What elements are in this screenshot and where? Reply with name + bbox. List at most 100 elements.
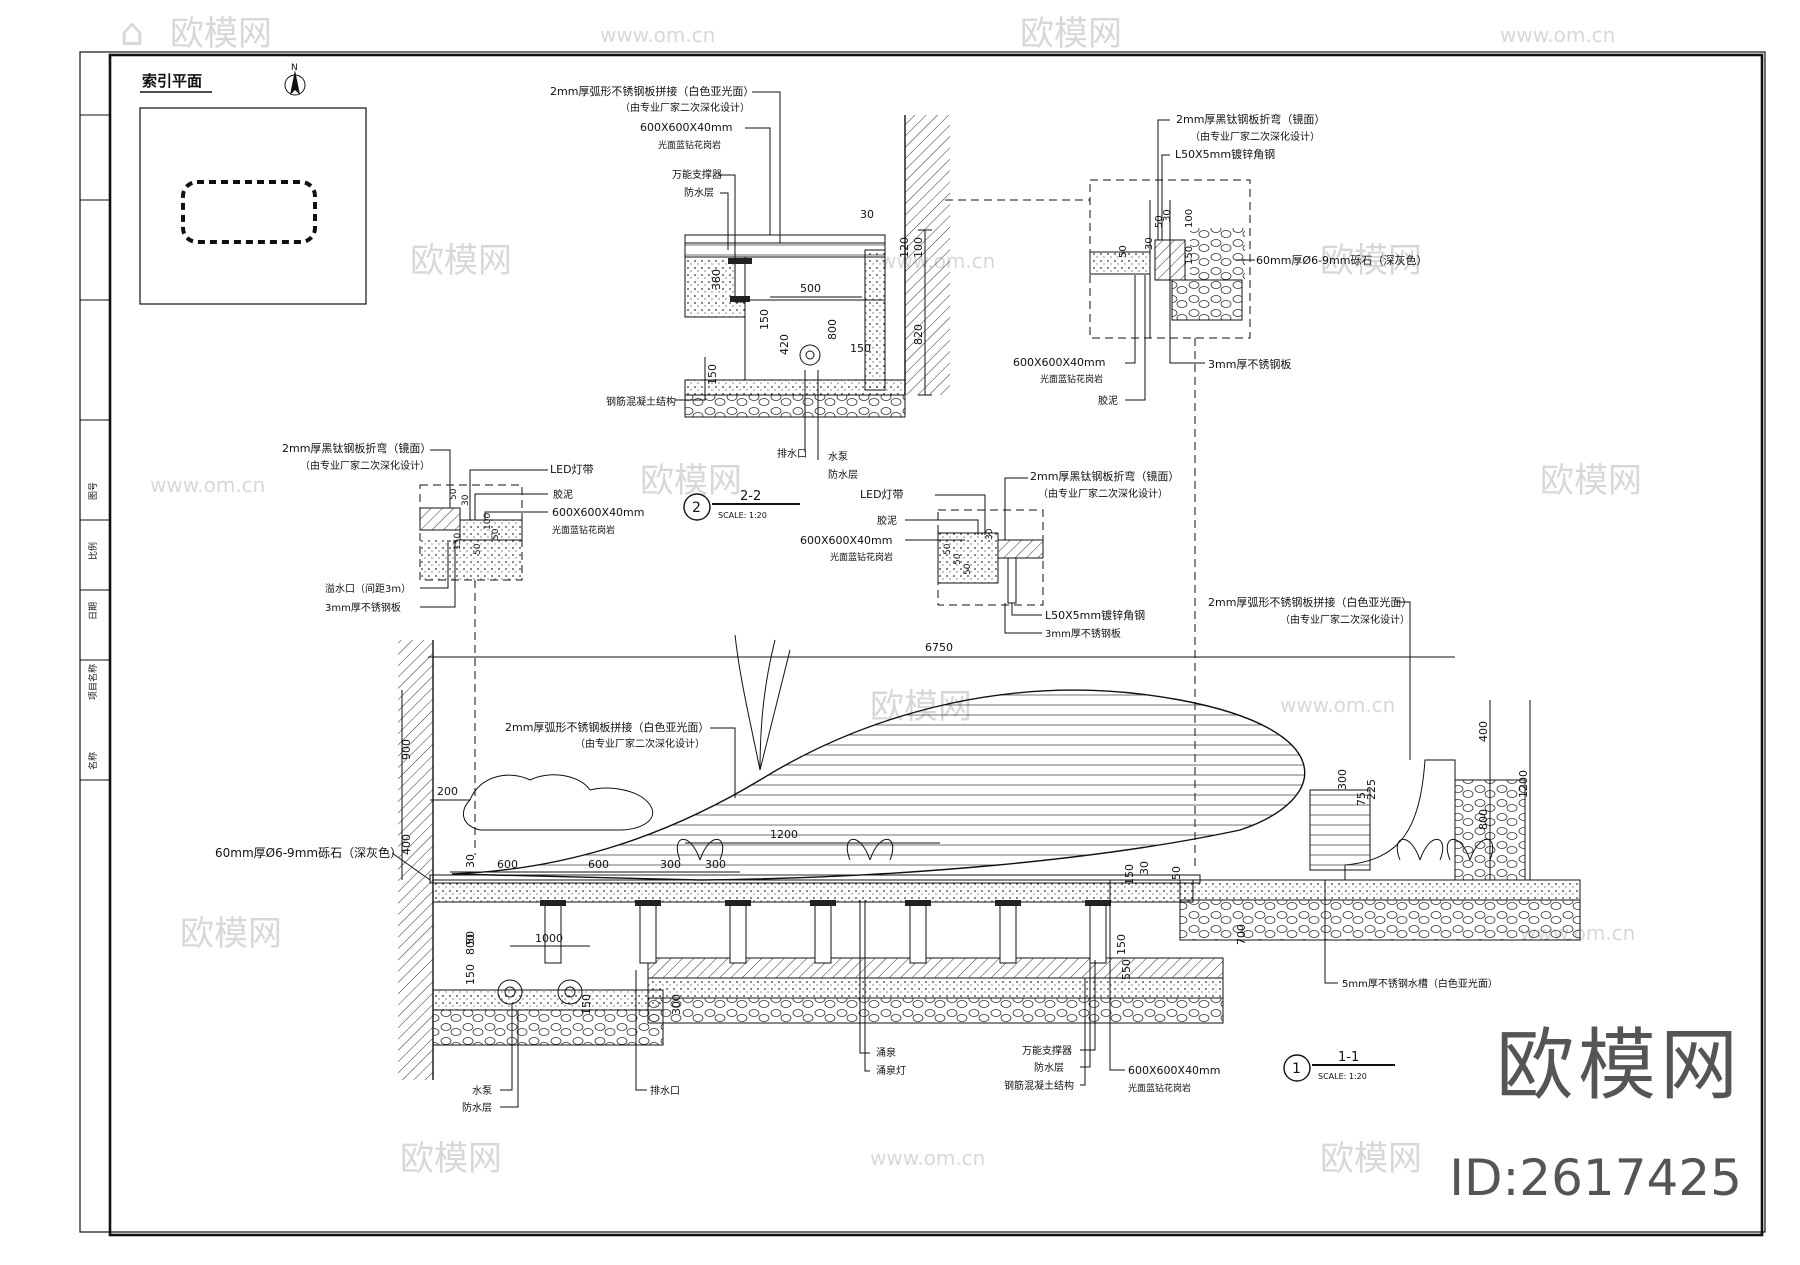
svg-text:300: 300 (670, 994, 683, 1015)
svg-text:www.om.cn: www.om.cn (150, 473, 265, 497)
svg-text:3mm厚不锈钢板: 3mm厚不锈钢板 (325, 601, 401, 614)
svg-text:1-1: 1-1 (1338, 1050, 1359, 1065)
curved-sculpture (451, 689, 1306, 881)
svg-text:项目名称: 项目名称 (87, 664, 99, 700)
svg-text:30: 30 (860, 208, 874, 221)
svg-text:排水口: 排水口 (650, 1084, 680, 1097)
svg-text:150: 150 (453, 533, 463, 550)
svg-text:6750: 6750 (925, 641, 953, 654)
svg-text:1000: 1000 (535, 932, 563, 945)
svg-text:光面蓝钻花岗岩: 光面蓝钻花岗岩 (658, 139, 721, 151)
section-1-1-dimensions: 6750 900 400 200 1200 600 600 300 300 10… (400, 641, 1531, 1015)
svg-text:欧模网: 欧模网 (410, 241, 512, 281)
svg-text:2: 2 (692, 500, 701, 516)
fountain-jets (676, 838, 1494, 861)
svg-text:30: 30 (1144, 237, 1155, 250)
svg-text:光面蓝钻花岗岩: 光面蓝钻花岗岩 (1128, 1082, 1191, 1094)
svg-text:万能支撑器: 万能支撑器 (1022, 1044, 1072, 1057)
svg-text:欧模网: 欧模网 (400, 1139, 502, 1179)
svg-text:光面蓝钻花岗岩: 光面蓝钻花岗岩 (552, 524, 615, 536)
svg-text:600X600X40mm: 600X600X40mm (1128, 1064, 1221, 1077)
svg-text:50: 50 (963, 563, 973, 575)
svg-text:1200: 1200 (770, 828, 798, 841)
svg-text:欧模网: 欧模网 (1320, 241, 1422, 281)
svg-text:（由专业厂家二次深化设计）: （由专业厂家二次深化设计） (620, 101, 750, 114)
svg-text:550: 550 (1120, 959, 1133, 980)
svg-text:钢筋混凝土结构: 钢筋混凝土结构 (606, 395, 676, 408)
svg-text:800: 800 (464, 934, 477, 955)
svg-text:钢筋混凝土结构: 钢筋混凝土结构 (1004, 1079, 1074, 1092)
svg-text:50: 50 (1118, 245, 1129, 258)
svg-text:胶泥: 胶泥 (1098, 394, 1118, 407)
svg-text:防水层: 防水层 (462, 1101, 492, 1114)
svg-text:600X600X40mm: 600X600X40mm (1013, 356, 1106, 369)
svg-text:2mm厚黑钛钢板折弯（镜面）: 2mm厚黑钛钢板折弯（镜面） (282, 441, 431, 455)
svg-text:800: 800 (1477, 809, 1490, 830)
svg-text:1: 1 (1292, 1061, 1301, 1077)
svg-text:600X600X40mm: 600X600X40mm (552, 506, 645, 519)
svg-text:30: 30 (1162, 209, 1173, 222)
sheet-frame (79, 51, 1766, 1237)
svg-text:100: 100 (912, 237, 925, 258)
north-arrow-icon: N (284, 63, 306, 96)
svg-text:图号: 图号 (88, 482, 99, 500)
title-block: 名称 项目名称 日期 比例 图号 (87, 482, 99, 770)
svg-text:（由专业厂家二次深化设计）: （由专业厂家二次深化设计） (1280, 613, 1410, 626)
svg-text:50: 50 (473, 543, 483, 555)
svg-text:100: 100 (1184, 209, 1195, 228)
svg-text:2mm厚黑钛钢板折弯（镜面）: 2mm厚黑钛钢板折弯（镜面） (1030, 469, 1179, 483)
svg-text:欧模网: 欧模网 (1540, 461, 1642, 501)
svg-text:600X600X40mm: 600X600X40mm (800, 534, 893, 547)
watermark-layer: ⌂ 欧模网 www.om.cn 欧模网 www.om.cn 欧模网 www.om… (120, 10, 1642, 1179)
svg-text:LED灯带: LED灯带 (550, 463, 594, 476)
svg-text:2-2: 2-2 (740, 489, 761, 504)
svg-text:欧模网: 欧模网 (1320, 1139, 1422, 1179)
svg-text:欧模网: 欧模网 (170, 14, 272, 54)
svg-text:100: 100 (483, 513, 493, 530)
svg-text:水泵: 水泵 (828, 451, 848, 463)
svg-text:排水口: 排水口 (777, 447, 807, 460)
svg-text:2mm厚弧形不锈钢板拼接（白色亚光面）: 2mm厚弧形不锈钢板拼接（白色亚光面） (505, 720, 709, 734)
svg-text:欧模网: 欧模网 (180, 914, 282, 954)
section-2-2-title: 2 2-2 SCALE: 1:20 (683, 489, 800, 521)
svg-text:胶泥: 胶泥 (877, 514, 897, 527)
watermark-brand: 欧模网 (1495, 1021, 1742, 1111)
pump-icons (497, 979, 583, 1005)
svg-text:300: 300 (660, 858, 681, 871)
svg-text:（由专业厂家二次深化设计）: （由专业厂家二次深化设计） (1038, 487, 1168, 500)
svg-text:150: 150 (850, 342, 871, 355)
svg-text:1200: 1200 (1517, 770, 1530, 798)
svg-text:胶泥: 胶泥 (553, 488, 573, 501)
detail-left: 50 30 150 100 50 50 2mm厚黑钛钢板折弯（镜面） （由专业厂… (282, 441, 645, 855)
section-1-1-title: 1 1-1 SCALE: 1:20 (1283, 1050, 1395, 1082)
svg-text:万能支撑器: 万能支撑器 (672, 168, 722, 181)
svg-text:www.om.cn: www.om.cn (870, 1146, 985, 1170)
svg-text:225: 225 (1365, 779, 1378, 800)
svg-text:2mm厚弧形不锈钢板拼接（白色亚光面）: 2mm厚弧形不锈钢板拼接（白色亚光面） (550, 84, 754, 98)
svg-text:75: 75 (1355, 792, 1368, 806)
svg-text:涌泉灯: 涌泉灯 (876, 1064, 906, 1077)
svg-text:150: 150 (464, 964, 477, 985)
svg-text:（由专业厂家二次深化设计）: （由专业厂家二次深化设计） (300, 459, 430, 472)
svg-text:名称: 名称 (87, 752, 99, 770)
svg-text:50: 50 (464, 931, 477, 945)
svg-text:LED灯带: LED灯带 (860, 488, 904, 501)
svg-text:欧模网: 欧模网 (1020, 14, 1122, 54)
svg-text:L50X5mm镀锌角钢: L50X5mm镀锌角钢 (1045, 608, 1145, 622)
index-plan-outline (181, 180, 317, 244)
svg-text:比例: 比例 (87, 542, 99, 560)
index-plan-title: 索引平面 (142, 72, 202, 90)
index-plan: 索引平面 N (139, 63, 367, 305)
svg-text:200: 200 (437, 785, 458, 798)
svg-text:光面蓝钻花岗岩: 光面蓝钻花岗岩 (1040, 373, 1103, 385)
svg-text:60mm厚Ø6-9mm砾石（深灰色）: 60mm厚Ø6-9mm砾石（深灰色） (1256, 253, 1427, 267)
svg-text:30: 30 (461, 494, 471, 506)
watermark-id: ID:2617425 (1449, 1149, 1742, 1207)
svg-text:50: 50 (1170, 866, 1183, 880)
pedestal-row (540, 900, 1111, 964)
svg-text:涌泉: 涌泉 (876, 1046, 896, 1059)
svg-text:5mm厚不锈钢水槽（白色亚光面）: 5mm厚不锈钢水槽（白色亚光面） (1342, 977, 1498, 990)
svg-text:400: 400 (400, 834, 413, 855)
svg-text:300: 300 (1336, 769, 1349, 790)
svg-text:（由专业厂家二次深化设计）: （由专业厂家二次深化设计） (1190, 130, 1320, 143)
